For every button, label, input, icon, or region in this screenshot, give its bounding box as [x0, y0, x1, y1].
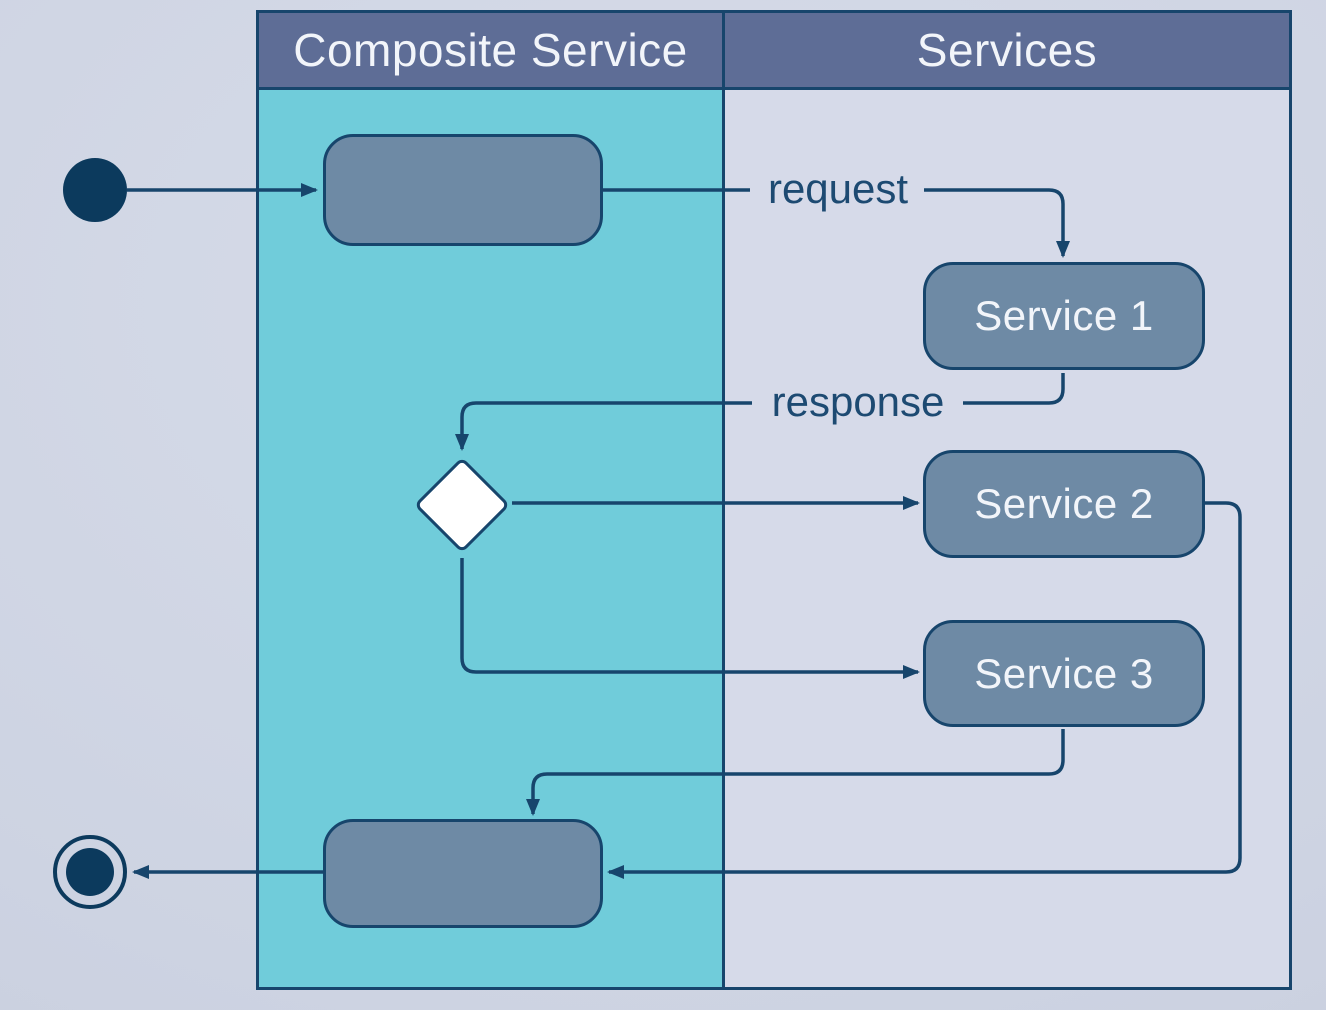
activity-service-3: Service 3 [923, 620, 1205, 727]
activity-service-2-label: Service 2 [974, 480, 1154, 527]
activity-receive [323, 134, 603, 246]
final-node-inner-dot [66, 848, 114, 896]
edge-label-request: request [767, 165, 909, 212]
edge-label-response: response [771, 378, 945, 425]
lane-header-composite-service: Composite Service [259, 13, 722, 90]
final-node [53, 835, 127, 909]
activity-service-2: Service 2 [923, 450, 1205, 558]
lane-header-services: Services [725, 13, 1289, 90]
activity-service-1: Service 1 [923, 262, 1205, 370]
initial-node [63, 158, 127, 222]
activity-service-1-label: Service 1 [974, 292, 1154, 339]
activity-reply [323, 819, 603, 928]
activity-service-3-label: Service 3 [974, 649, 1154, 697]
